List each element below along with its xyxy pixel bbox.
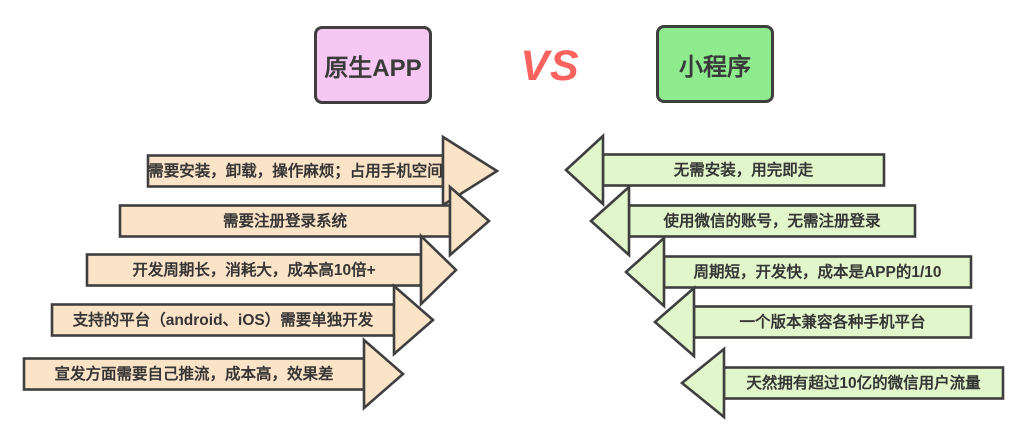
miniprogram-pro-text: 周期短，开发快，成本是APP的1/10 bbox=[693, 263, 942, 281]
native-app-con-text: 支持的平台（android、iOS）需要单独开发 bbox=[72, 311, 374, 329]
right-arrow-shape bbox=[85, 232, 458, 308]
right-arrow-shape bbox=[22, 337, 405, 411]
left-arrow-shape bbox=[589, 184, 917, 258]
left-arrow-shape bbox=[564, 133, 886, 207]
miniprogram-box: 小程序 bbox=[656, 25, 774, 103]
native-app-con-text: 需要注册登录系统 bbox=[222, 212, 347, 230]
native-app-con-text: 宣发方面需要自己推流，成本高，效果差 bbox=[54, 365, 334, 383]
left-arrow-shape bbox=[624, 235, 973, 309]
left-arrow-shape bbox=[679, 346, 1005, 420]
miniprogram-pro-text: 使用微信的账号，无需注册登录 bbox=[663, 212, 881, 230]
vs-label: VS bbox=[520, 42, 580, 90]
miniprogram-pro-text: 一个版本兼容各种手机平台 bbox=[739, 313, 926, 331]
miniprogram-pro-arrow: 一个版本兼容各种手机平台 bbox=[652, 285, 974, 359]
right-arrow-shape bbox=[118, 184, 491, 258]
native-app-con-arrow: 宣发方面需要自己推流，成本高，效果差 bbox=[21, 337, 406, 411]
miniprogram-pro-arrow: 使用微信的账号，无需注册登录 bbox=[588, 184, 918, 258]
right-arrow-shape bbox=[146, 134, 500, 208]
miniprogram-pro-arrow: 天然拥有超过10亿的微信用户流量 bbox=[679, 346, 1006, 420]
left-arrow-shape bbox=[653, 285, 973, 359]
native-app-con-text: 开发周期长，消耗大，成本高10倍+ bbox=[132, 261, 376, 279]
native-app-con-arrow: 开发周期长，消耗大，成本高10倍+ bbox=[84, 232, 459, 308]
right-arrow-shape bbox=[50, 283, 435, 357]
native-app-box: 原生APP bbox=[314, 26, 432, 104]
native-app-con-arrow: 需要安装，卸载，操作麻烦；占用手机空间 bbox=[145, 134, 500, 208]
native-app-box-label: 原生APP bbox=[324, 54, 422, 82]
miniprogram-pro-text: 无需安装，用完即走 bbox=[673, 161, 814, 179]
native-app-con-arrow: 需要注册登录系统 bbox=[117, 184, 492, 258]
miniprogram-pro-text: 天然拥有超过10亿的微信用户流量 bbox=[746, 374, 981, 392]
native-app-con-arrow: 支持的平台（android、iOS）需要单独开发 bbox=[49, 283, 436, 357]
miniprogram-pro-arrow: 周期短，开发快，成本是APP的1/10 bbox=[623, 235, 974, 309]
native-app-con-text: 需要安装，卸载，操作麻烦；占用手机空间 bbox=[148, 162, 443, 180]
miniprogram-box-label: 小程序 bbox=[679, 53, 751, 81]
miniprogram-pro-arrow: 无需安装，用完即走 bbox=[563, 133, 887, 207]
